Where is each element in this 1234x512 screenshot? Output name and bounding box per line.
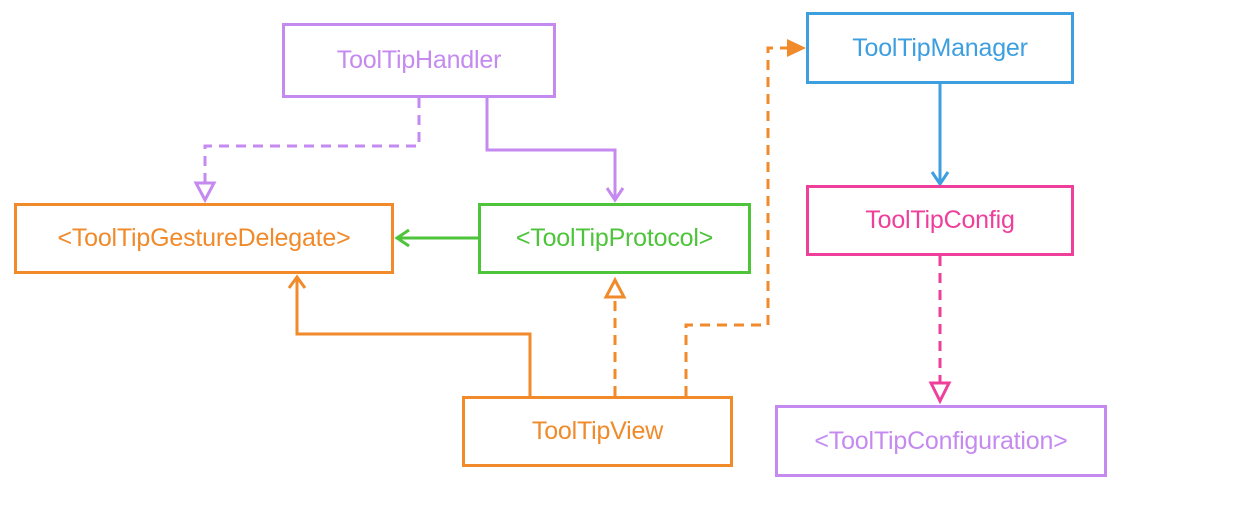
edge-protocol-to-gesture-delegate (394, 228, 478, 248)
tooltip-view-label: ToolTipView (531, 417, 664, 445)
tooltip-config-node: ToolTipConfig (806, 185, 1074, 256)
edge-view-to-manager (684, 39, 806, 396)
tooltip-view-node: ToolTipView (462, 396, 733, 467)
tooltip-gesture-delegate-node: <ToolTipGestureDelegate> (14, 203, 394, 274)
tooltip-manager-label: ToolTipManager (852, 33, 1028, 62)
tooltip-config-label: ToolTipConfig (865, 206, 1015, 234)
tooltip-protocol-label: <ToolTipProtocol> (515, 224, 714, 252)
edge-view-to-protocol (603, 276, 627, 396)
tooltip-handler-label: ToolTipHandler (336, 46, 502, 74)
tooltip-handler-node: ToolTipHandler (282, 23, 556, 98)
edge-view-to-gesture-delegate (287, 274, 532, 396)
tooltip-manager-node: ToolTipManager (806, 12, 1074, 84)
edge-manager-to-config (930, 84, 950, 187)
tooltip-configuration-node: <ToolTipConfiguration> (775, 405, 1107, 477)
edge-handler-to-protocol (485, 98, 625, 203)
edge-config-to-configuration (928, 256, 952, 405)
tooltip-configuration-label: <ToolTipConfiguration> (814, 426, 1068, 455)
edge-handler-to-gesture-delegate (193, 98, 421, 204)
tooltip-protocol-node: <ToolTipProtocol> (478, 203, 751, 274)
tooltip-gesture-delegate-label: <ToolTipGestureDelegate> (57, 224, 351, 252)
